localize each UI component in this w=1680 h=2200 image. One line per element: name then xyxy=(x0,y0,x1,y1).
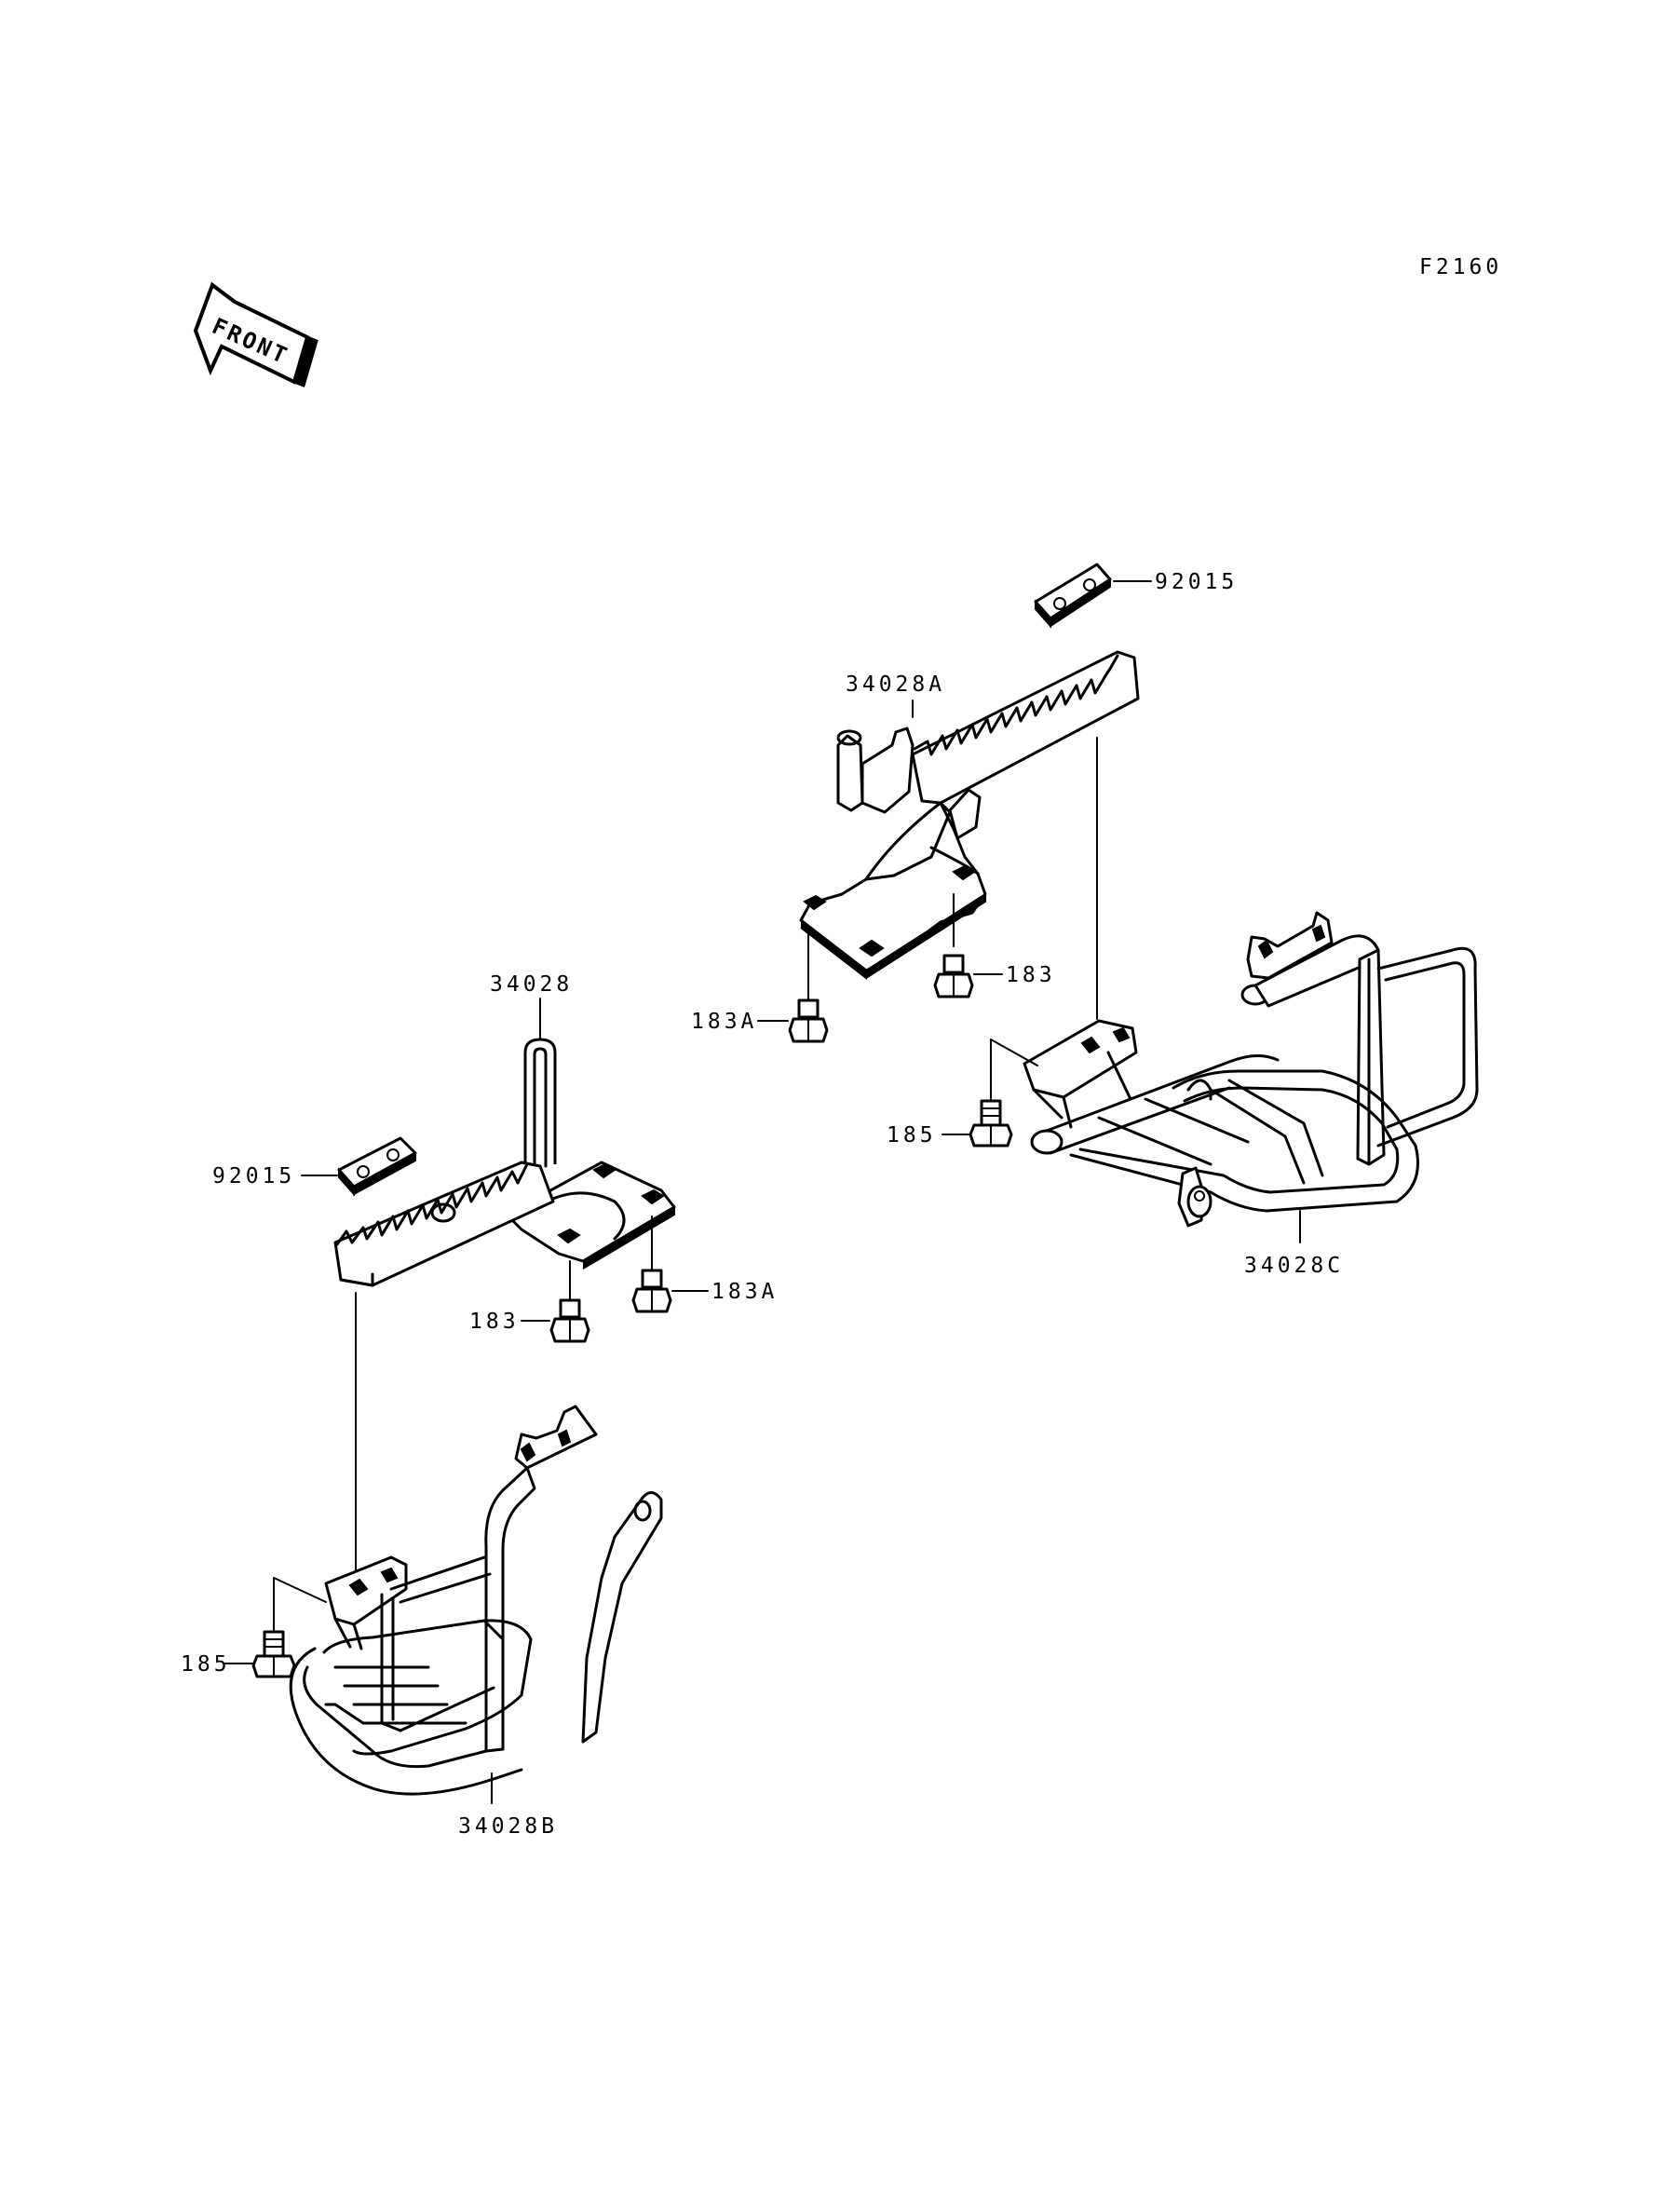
front-direction-arrow-icon: FRONT xyxy=(193,281,318,388)
footpeg-right xyxy=(799,650,1140,1003)
callout-92015-right: 92015 xyxy=(1155,570,1238,594)
bolt-185-right xyxy=(969,1039,1038,1148)
rubber-pad-right xyxy=(1034,563,1112,629)
callout-183-left: 183 xyxy=(469,1310,520,1334)
nut-183-left xyxy=(549,1298,590,1343)
callout-183A-left: 183A xyxy=(711,1280,778,1304)
step-guard-right xyxy=(1023,911,1479,1228)
footpeg-left xyxy=(333,1038,676,1305)
bolt-185-left xyxy=(251,1577,327,1678)
callout-185-left: 185 xyxy=(181,1652,231,1677)
callout-183A-right: 183A xyxy=(691,1010,757,1034)
step-guard-left xyxy=(289,1405,663,1796)
callout-34028B: 34028B xyxy=(458,1814,558,1839)
rubber-pad-left xyxy=(337,1136,417,1197)
diagram-code: F2160 xyxy=(1419,255,1502,279)
nut-183-right xyxy=(933,954,974,998)
callout-34028: 34028 xyxy=(490,972,573,997)
nut-183A-left xyxy=(631,1269,672,1313)
callout-185-right: 185 xyxy=(887,1123,937,1148)
callout-92015-left: 92015 xyxy=(212,1164,295,1188)
callout-183-right: 183 xyxy=(1006,963,1056,987)
nut-183A-right xyxy=(788,998,829,1043)
callout-34028C: 34028C xyxy=(1244,1254,1344,1278)
callout-34028A: 34028A xyxy=(846,672,945,697)
